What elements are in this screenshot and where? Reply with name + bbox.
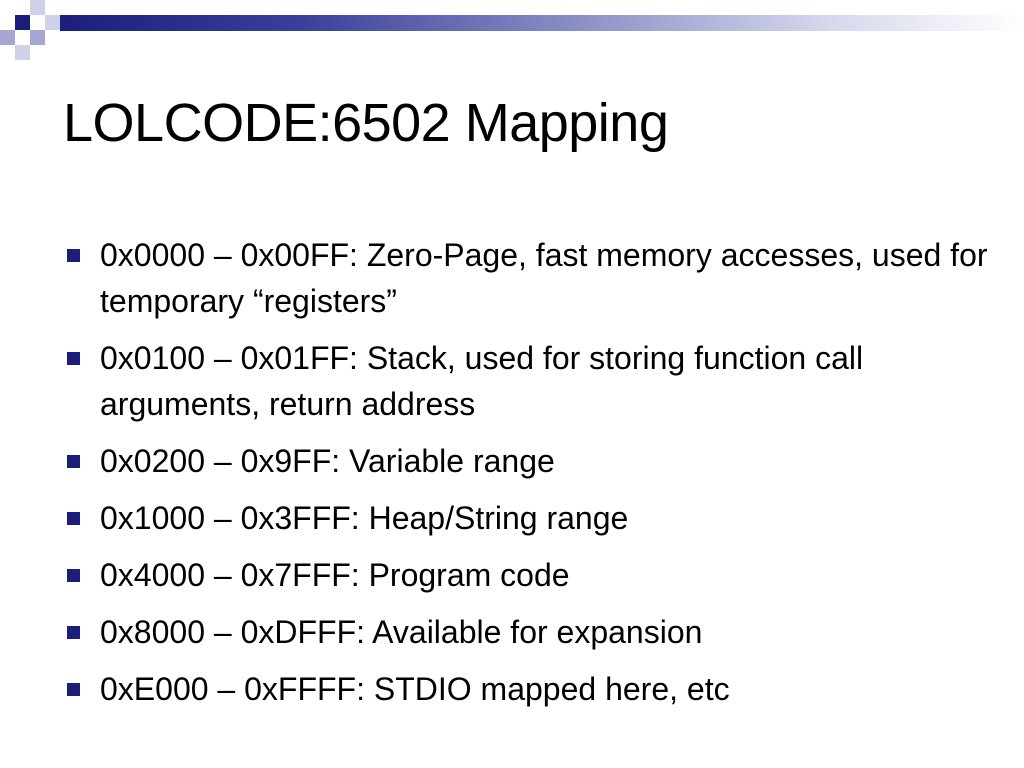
square-bullet-icon	[67, 352, 80, 365]
bullet-text: 0x0200 – 0x9FF: Variable range	[100, 443, 555, 479]
bullet-item: 0x8000 – 0xDFFF: Available for expansion	[65, 609, 995, 655]
bullet-text: 0x8000 – 0xDFFF: Available for expansion	[100, 614, 703, 650]
bullet-item: 0x0000 – 0x00FF: Zero-Page, fast memory …	[65, 232, 995, 324]
square-bullet-icon	[67, 569, 80, 582]
bullet-item: 0x0200 – 0x9FF: Variable range	[65, 438, 995, 484]
checker-square-icon	[0, 30, 15, 45]
square-bullet-icon	[67, 249, 80, 262]
checker-square-icon	[30, 30, 45, 45]
header-decoration	[0, 0, 1024, 62]
slide-title: LOLCODE:6502 Mapping	[63, 93, 669, 153]
square-bullet-icon	[67, 512, 80, 525]
bullet-text: 0x0000 – 0x00FF: Zero-Page, fast memory …	[100, 237, 988, 319]
bullet-item: 0x1000 – 0x3FFF: Heap/String range	[65, 495, 995, 541]
checker-square-icon	[15, 45, 30, 60]
bullet-item: 0x4000 – 0x7FFF: Program code	[65, 552, 995, 598]
square-bullet-icon	[67, 683, 80, 696]
bullet-text: 0x4000 – 0x7FFF: Program code	[100, 557, 570, 593]
checker-square-icon	[15, 15, 30, 30]
bullet-text: 0x0100 – 0x01FF: Stack, used for storing…	[100, 340, 864, 422]
bullet-text: 0x1000 – 0x3FFF: Heap/String range	[100, 500, 629, 536]
square-bullet-icon	[67, 455, 80, 468]
bullet-list: 0x0000 – 0x00FF: Zero-Page, fast memory …	[65, 232, 995, 723]
gradient-band	[60, 15, 1024, 31]
checker-square-icon	[45, 15, 60, 30]
bullet-text: 0xE000 – 0xFFFF: STDIO mapped here, etc	[100, 671, 730, 707]
square-bullet-icon	[67, 626, 80, 639]
checker-square-icon	[30, 0, 45, 15]
bullet-item: 0x0100 – 0x01FF: Stack, used for storing…	[65, 335, 995, 427]
bullet-item: 0xE000 – 0xFFFF: STDIO mapped here, etc	[65, 666, 995, 712]
